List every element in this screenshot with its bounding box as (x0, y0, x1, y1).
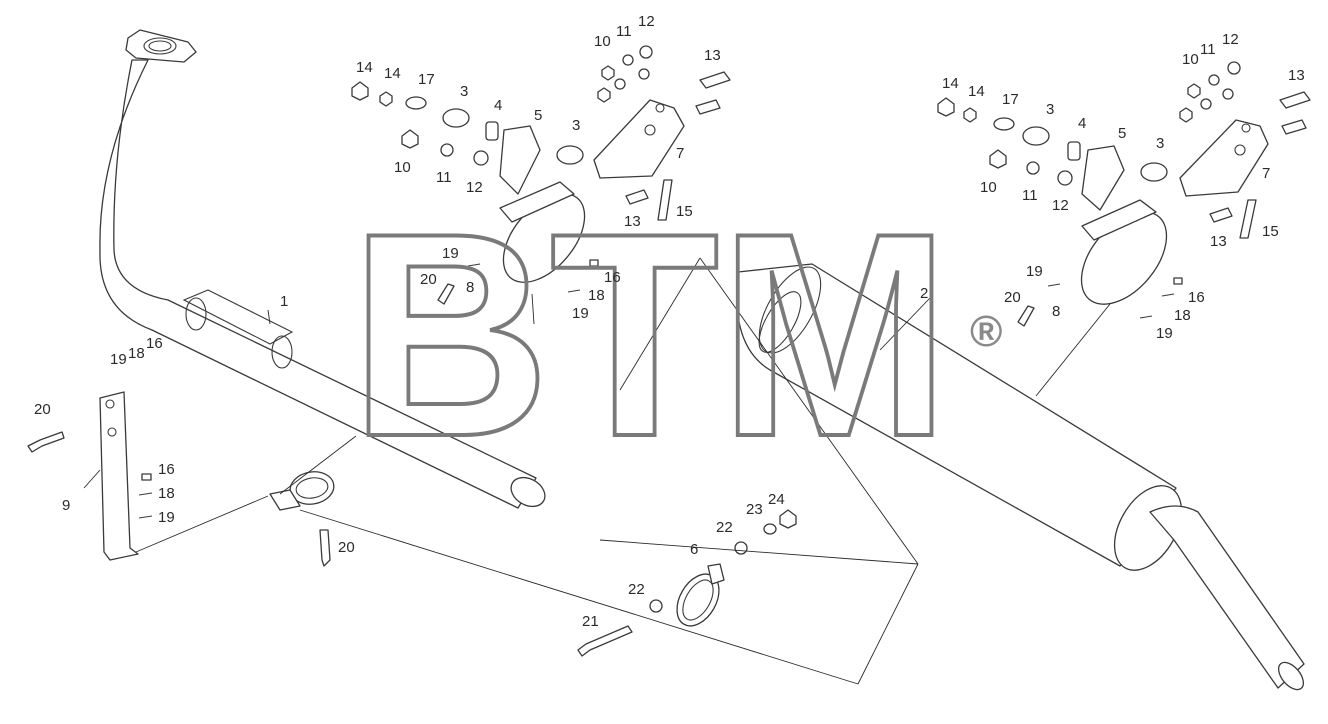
mount-left-hardware (351, 45, 731, 305)
front-exhaust-pipe (99, 29, 546, 509)
callout-18: 18 (588, 287, 605, 304)
watermark-text: BTM (350, 173, 950, 497)
callout-16: 16 (146, 335, 163, 352)
callout-3: 3 (460, 83, 468, 100)
callout-11: 11 (616, 23, 632, 40)
callout-14: 14 (356, 59, 373, 76)
callout-7: 7 (676, 145, 684, 162)
callout-4: 4 (1078, 115, 1086, 132)
callout-16: 16 (1188, 289, 1205, 306)
callout-10: 10 (594, 33, 611, 50)
callout-9: 9 (62, 497, 70, 514)
callout-21: 21 (582, 613, 599, 630)
callout-19: 19 (1156, 325, 1173, 342)
callout-19: 19 (572, 305, 589, 322)
callout-19: 19 (158, 509, 175, 526)
callout-10: 10 (1182, 51, 1199, 68)
callout-13: 13 (624, 213, 641, 230)
callout-12: 12 (638, 13, 655, 30)
callout-23: 23 (746, 501, 763, 518)
callout-12: 12 (466, 179, 483, 196)
callout-13: 13 (704, 47, 721, 64)
callout-12: 12 (1052, 197, 1069, 214)
lower-clamp (577, 509, 797, 657)
callout-2: 2 (920, 285, 928, 302)
callout-20: 20 (420, 271, 437, 288)
callout-18: 18 (158, 485, 175, 502)
btm-watermark: BTM ® (348, 171, 1002, 499)
callout-8: 8 (466, 279, 474, 296)
callout-24: 24 (768, 491, 785, 508)
callout-14: 14 (384, 65, 401, 82)
callout-11: 11 (1200, 41, 1216, 58)
support-bracket-9 (27, 391, 153, 561)
callout-6: 6 (690, 541, 698, 558)
mount-right-hardware (937, 61, 1311, 327)
callout-10: 10 (980, 179, 997, 196)
callout-18: 18 (128, 345, 145, 362)
callout-11: 11 (436, 169, 452, 186)
leader-lines (83, 257, 1111, 685)
callout-4: 4 (494, 97, 502, 114)
callout-13: 13 (1210, 233, 1227, 250)
callout-3: 3 (1046, 101, 1054, 118)
callout-20: 20 (34, 401, 51, 418)
callout-15: 15 (1262, 223, 1279, 240)
callout-22: 22 (716, 519, 733, 536)
callout-14: 14 (942, 75, 959, 92)
callout-20: 20 (338, 539, 355, 556)
callout-10: 10 (394, 159, 411, 176)
callout-22: 22 (628, 581, 645, 598)
callout-3: 3 (572, 117, 580, 134)
callout-8: 8 (1052, 303, 1060, 320)
callout-7: 7 (1262, 165, 1270, 182)
muffler (736, 263, 1305, 691)
pipe-clamp (269, 471, 335, 567)
registered-mark: ® (970, 307, 1002, 356)
callout-5: 5 (1118, 125, 1126, 142)
callout-16: 16 (158, 461, 175, 478)
callout-11: 11 (1022, 187, 1038, 204)
callout-16: 16 (604, 269, 621, 286)
callout-17: 17 (1002, 91, 1019, 108)
callout-19: 19 (1026, 263, 1043, 280)
callout-14: 14 (968, 83, 985, 100)
callout-labels: 1 2 14 14 17 3 4 5 3 10 11 12 13 7 10 11… (34, 13, 1305, 630)
callout-19: 19 (442, 245, 459, 262)
callout-12: 12 (1222, 31, 1239, 48)
callout-15: 15 (676, 203, 693, 220)
callout-17: 17 (418, 71, 435, 88)
callout-19: 19 (110, 351, 127, 368)
callout-20: 20 (1004, 289, 1021, 306)
callout-18: 18 (1174, 307, 1191, 324)
callout-13: 13 (1288, 67, 1305, 84)
callout-3: 3 (1156, 135, 1164, 152)
callout-5: 5 (534, 107, 542, 124)
callout-1: 1 (280, 293, 288, 310)
